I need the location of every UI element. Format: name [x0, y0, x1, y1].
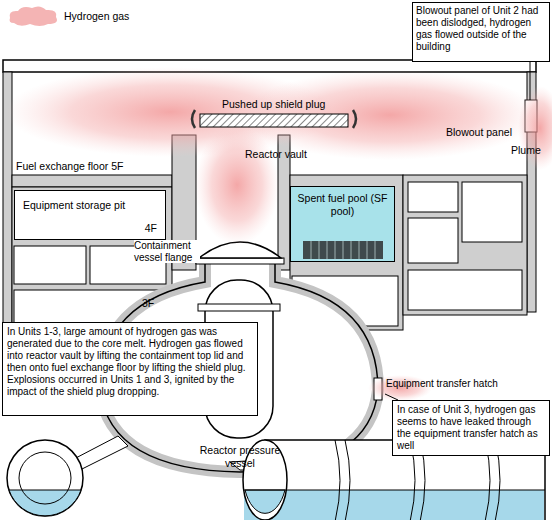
rack-cell [311, 241, 312, 259]
part-label: Containment vessel flange [134, 240, 200, 263]
lift-marks [192, 110, 356, 128]
floor-slab [12, 175, 172, 187]
rack-cell [375, 241, 376, 259]
node-box: Spent fuel pool (SF pool) [290, 186, 395, 262]
containment-flange [196, 258, 284, 264]
rack-cell [351, 241, 352, 259]
hydrogen-plume [518, 86, 552, 170]
rack-cell [319, 241, 320, 259]
legend-text: Hydrogen gas [64, 10, 129, 22]
chamber-ring [19, 452, 71, 504]
node-box: In case of Unit 3, hydrogen gas seems to… [392, 400, 550, 456]
room [408, 182, 458, 212]
node-text: Equipment storage pit [23, 199, 163, 212]
rack-cell [359, 241, 360, 259]
pool-water [245, 490, 285, 513]
pool-water [9, 490, 81, 516]
rack-cell [367, 241, 368, 259]
room [462, 182, 522, 242]
rack-cell [335, 241, 336, 259]
part-label: 3F [142, 297, 154, 309]
shield-plug [200, 114, 348, 127]
part-label: Pushed up shield plug [222, 98, 352, 110]
legend-swatch [6, 4, 62, 28]
fuel-rack [303, 241, 383, 259]
suppression-chamber [7, 440, 83, 516]
node-text: Spent fuel pool (SF pool) [291, 192, 394, 217]
leader-line [530, 62, 531, 100]
hydrogen-cloud-sample [10, 6, 58, 26]
vessel-flange [198, 304, 280, 311]
node-text: Blowout panel of Unit 2 had been dislodg… [416, 5, 548, 53]
part-label: Fuel exchange floor 5F [16, 160, 166, 172]
node-text: 4F [145, 222, 157, 235]
node-box: Equipment storage pit 4F [14, 190, 166, 240]
node-text: In case of Unit 3, hydrogen gas seems to… [397, 404, 547, 452]
node-text: In Units 1-3, large amount of hydrogen g… [7, 326, 255, 398]
part-label: Reactor vault [245, 148, 325, 160]
node-text: Reactor pressure vessel [188, 444, 292, 469]
node-box: Blowout panel of Unit 2 had been dislodg… [412, 2, 550, 62]
rack-cell [327, 241, 328, 259]
part-label: Equipment transfer hatch [386, 378, 548, 390]
node-box: In Units 1-3, large amount of hydrogen g… [2, 322, 258, 416]
rack-cell [343, 241, 344, 259]
part-label: Plume [511, 144, 551, 156]
concrete-block [403, 175, 527, 315]
room [408, 270, 522, 310]
room [408, 218, 458, 263]
part-label: Blowout panel [446, 126, 524, 138]
room [14, 246, 86, 284]
hydrogen-cloud [195, 125, 279, 245]
